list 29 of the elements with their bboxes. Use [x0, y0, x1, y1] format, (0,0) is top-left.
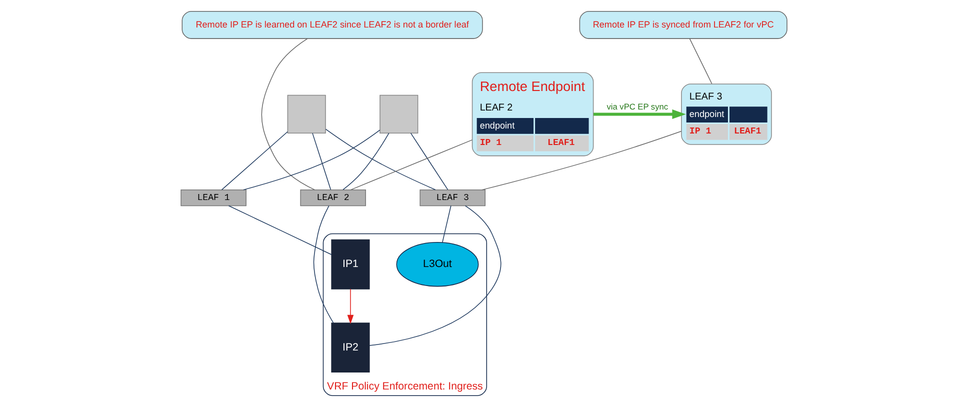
node-box: LEAF 1 — [180, 189, 246, 206]
node-box: LEAF 3 — [420, 189, 486, 206]
connector — [482, 130, 682, 190]
node-box: Remote IP EP is learned on LEAF2 since LEAF2 is not a border leaf — [182, 10, 483, 39]
node-box — [287, 94, 326, 134]
connector — [369, 205, 502, 346]
edge-label: via vPC EP sync — [606, 102, 668, 112]
connector — [325, 128, 436, 190]
arrow — [347, 288, 354, 324]
connector — [243, 130, 380, 190]
node-box: LEAF 2 — [300, 189, 366, 206]
connector — [350, 140, 472, 190]
connector — [689, 38, 712, 84]
connector — [313, 205, 334, 324]
node-box: Remote Endpoint LEAF 2 endpoint IP 1 LEAF1 — [472, 72, 594, 156]
connector — [228, 205, 332, 255]
connector — [312, 132, 332, 190]
connector — [442, 205, 452, 243]
node-box: IP2 — [331, 322, 370, 373]
arrow — [594, 109, 686, 119]
node-box: IP1 — [331, 239, 370, 290]
node-ellipse: L3Out — [396, 242, 479, 287]
node-box: Remote IP EP is synced from LEAF2 for vPC — [579, 10, 788, 39]
node-box: LEAF 3 endpoint IP 1 LEAF1 — [681, 84, 772, 145]
connector — [221, 131, 288, 190]
connector — [410, 132, 448, 190]
node-box — [380, 94, 418, 134]
connector — [261, 38, 316, 190]
connector — [342, 132, 390, 190]
